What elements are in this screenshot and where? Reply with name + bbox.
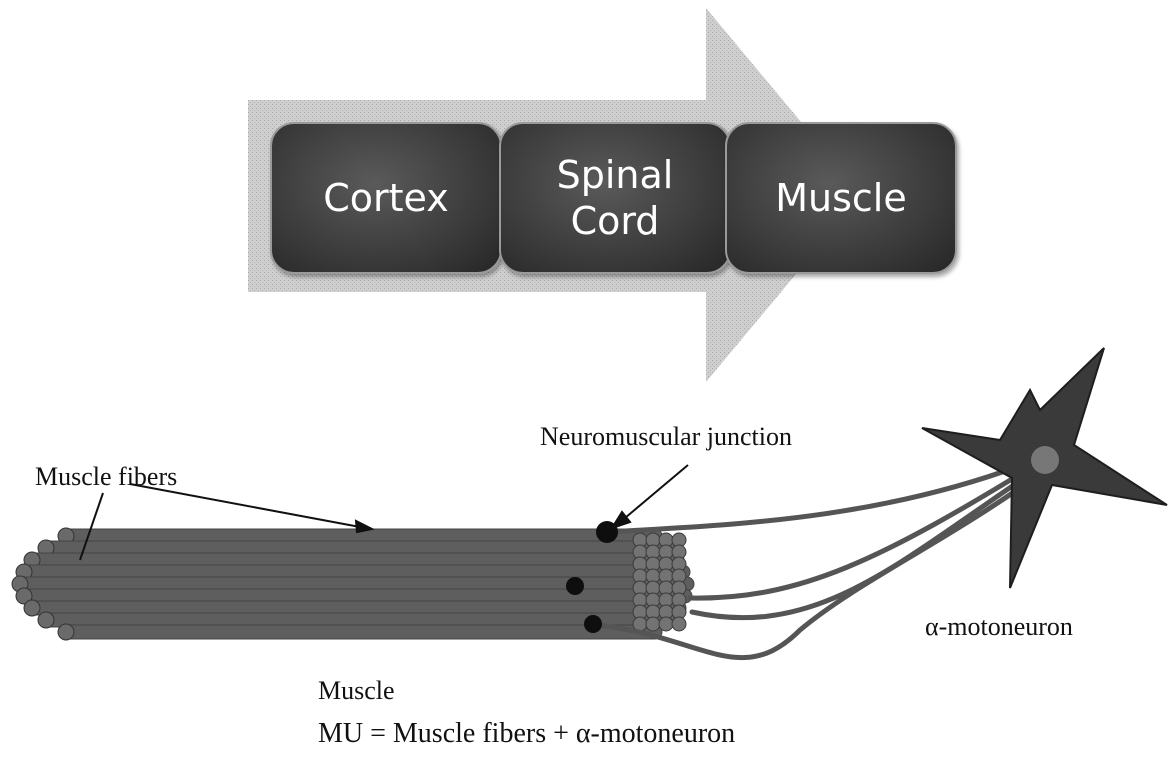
fiber-end-cap [38, 612, 54, 628]
neuromuscular-junction-dot [566, 577, 584, 595]
neuromuscular-junction-dot [584, 615, 602, 633]
cortex-label: Cortex [323, 175, 449, 221]
muscle-box-label: Muscle [775, 175, 907, 221]
pointer-line [625, 465, 688, 518]
spinal-cord-box: Spinal Cord [499, 122, 731, 274]
pointer-arrowhead [612, 512, 630, 528]
fiber-end-cap [58, 624, 74, 640]
fiber-cross-section [672, 617, 686, 631]
fiber-end-cap [24, 600, 40, 616]
spinal-cord-label: Spinal Cord [557, 152, 674, 244]
muscle-label: Muscle [318, 676, 395, 706]
axon [608, 458, 1040, 532]
pointer-arrowhead [356, 521, 372, 532]
fiber-cross-section [659, 617, 673, 631]
axon [690, 462, 1040, 598]
muscle-fibers-label: Muscle fibers [35, 462, 177, 492]
fiber-cross-section [646, 617, 660, 631]
muscle-fiber [60, 625, 662, 639]
cortex-box: Cortex [270, 122, 502, 274]
mu-equation: MU = Muscle fibers + α-motoneuron [318, 718, 735, 750]
neuromuscular-junction-label: Neuromuscular junction [540, 422, 792, 452]
muscle-box: Muscle [725, 122, 957, 274]
motoneuron-nucleus [1031, 446, 1059, 474]
motoneuron-label: α-motoneuron [925, 612, 1073, 642]
